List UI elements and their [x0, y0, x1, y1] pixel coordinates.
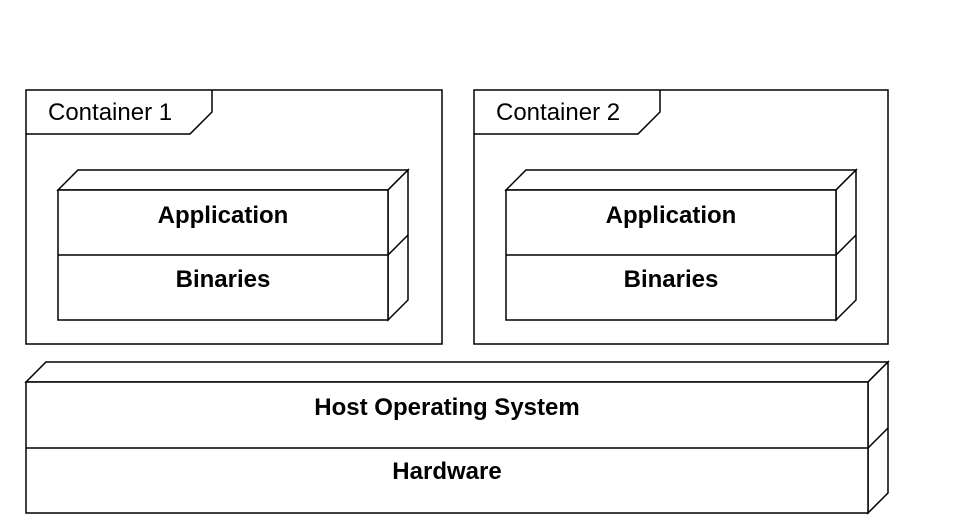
container-2-border [473, 89, 889, 345]
container-2-node-side-divider [835, 234, 857, 256]
container-2-binaries-label: Binaries [624, 266, 719, 293]
container-1-node-top-face [56, 169, 410, 191]
container-1-node: Application Binaries [56, 168, 410, 322]
container-1-title: Container 1 [48, 99, 172, 126]
container-2-frame: Container 2 Application Binaries [473, 89, 889, 345]
container-1-title-tab [26, 90, 213, 135]
container-2-node-top-face [504, 169, 858, 191]
hardware-label: Hardware [392, 458, 501, 485]
host-node: Host Operating System Hardware [24, 360, 890, 515]
host-node-top-face [24, 361, 890, 383]
container-2-node: Application Binaries [504, 168, 858, 322]
container-1-application-label: Application [158, 202, 289, 229]
container-1-binaries-label: Binaries [176, 266, 271, 293]
container-1-border [25, 89, 443, 345]
container-1-node-side-divider [387, 234, 409, 256]
host-node-side-divider [867, 427, 889, 449]
container-2-title-tab [474, 90, 661, 135]
container-1-frame: Container 1 Application Binaries [25, 89, 443, 345]
container-2-title: Container 2 [496, 99, 620, 126]
host-operating-system-label: Host Operating System [314, 394, 579, 421]
container-2-application-label: Application [606, 202, 737, 229]
